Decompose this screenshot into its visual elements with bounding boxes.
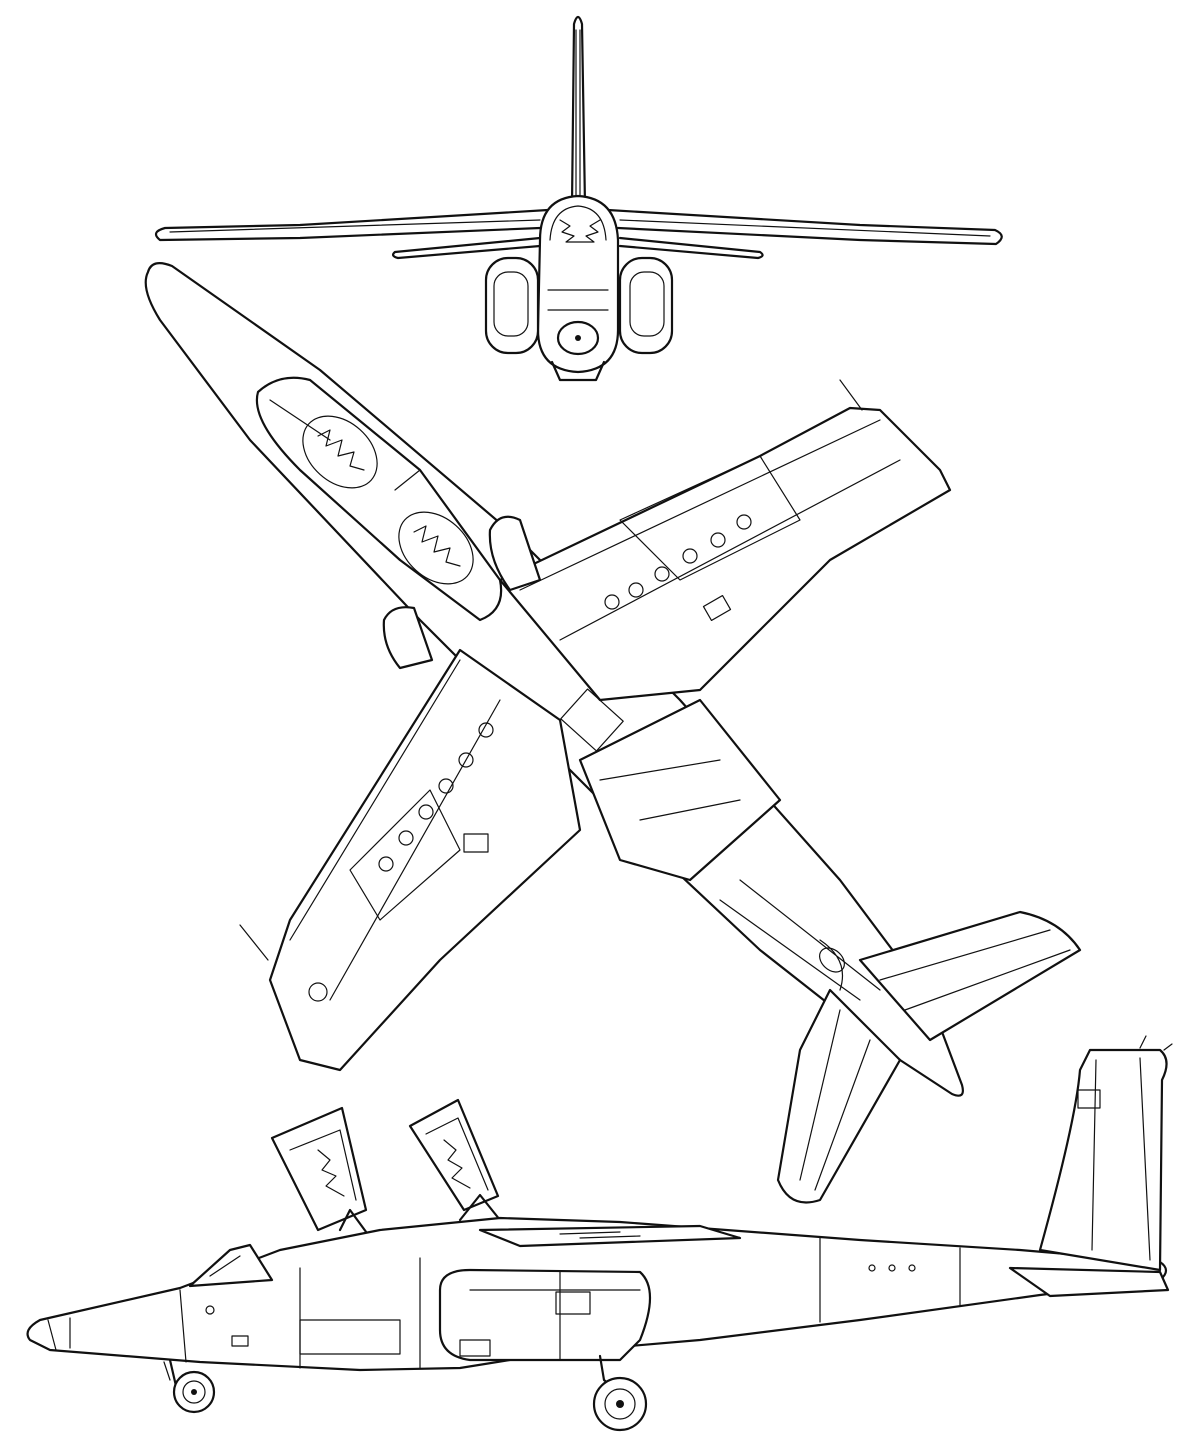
- front-view: [154, 15, 1003, 382]
- side-view: [26, 1035, 1173, 1432]
- plan-view: [144, 261, 1082, 1204]
